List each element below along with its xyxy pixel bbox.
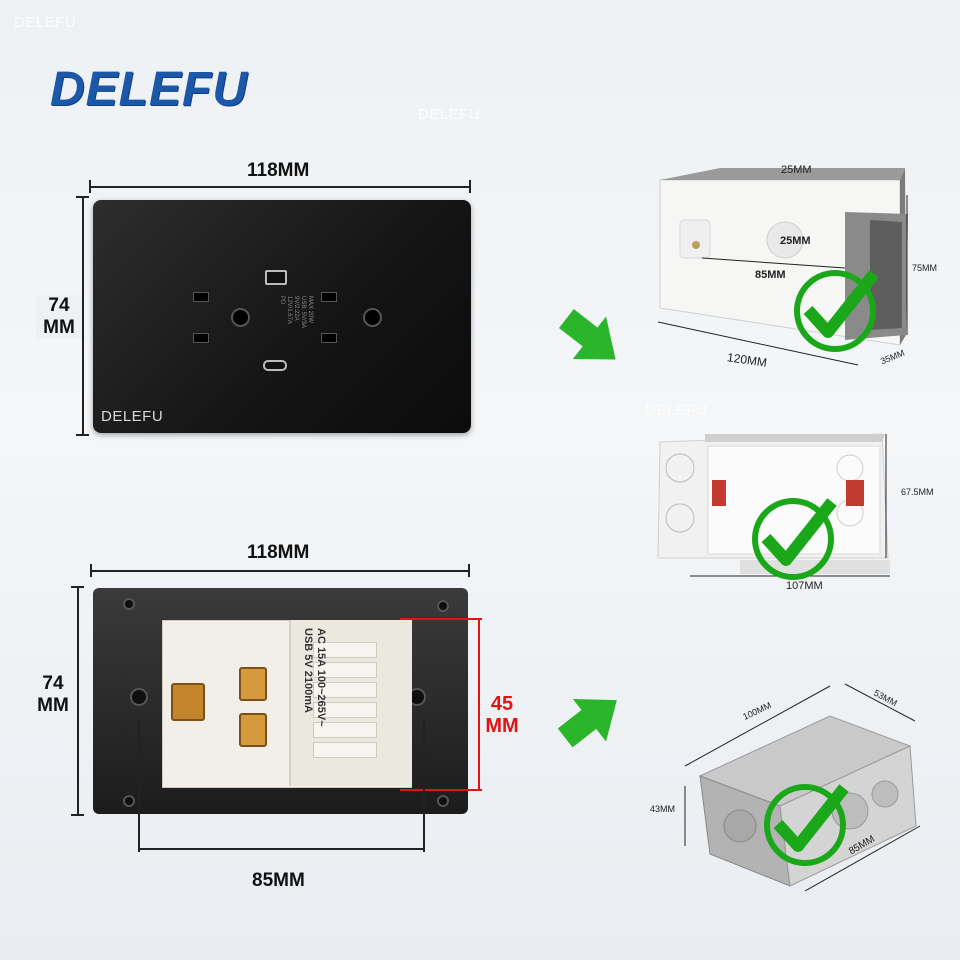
outlet-right-ground [363,308,382,327]
box1-height-label: 75MM [912,263,938,273]
module-height-label: 45 MM [480,693,524,737]
watermark-center: DELEFU [418,106,481,123]
back-corner-hole-tr [437,600,449,612]
box1-inner-label: 25MM [780,235,811,247]
grille-bar-1 [313,642,377,658]
green-arrow-icon [557,698,617,748]
front-height-cap-bottom [76,434,89,436]
grille-bar-2 [313,662,377,678]
box1-span-label: 85MM [755,269,786,281]
front-width-cap-right [469,180,471,193]
back-corner-hole-br [437,795,449,807]
back-width-line [91,570,469,572]
front-plate: MAX 20W USB: 5V/3A 9V/2.22A 12V/1.67A PD… [93,200,471,433]
mount-spacing-left-line [138,720,140,852]
front-height-cap-top [76,196,89,198]
grille-bar-3 [313,682,377,698]
grille-bar-5 [313,722,377,738]
front-height-label: 74 MM [36,295,82,339]
mount-spacing-right-line [423,720,425,852]
back-corner-hole-tl [123,598,135,610]
module-height-number: 45 [490,693,514,715]
front-height-number: 74 [48,295,70,316]
back-height-line [77,587,79,815]
back-width-label: 118MM [247,542,310,563]
box2-height-label: 67.5MM [901,487,934,497]
box2-width-label: 107MM [786,580,823,592]
module-height-bottom-line [400,789,482,791]
metal-box [684,683,921,892]
mount-spacing-line [138,848,424,850]
usb-module-grille: AC 15A 100~265V~ USB 5V 2100mA [289,620,412,786]
outlet-right-slot-bottom [321,333,337,343]
usb-spec-2: USB: 5V/3A [300,296,306,329]
white-plastic-box [657,168,908,366]
back-height-number: 74 [42,673,64,694]
module-height-line [478,618,480,790]
green-check-icon [794,270,879,352]
module-height-top-line [400,618,482,620]
back-corner-hole-bl [123,795,135,807]
module-specs: AC 15A 100~265V~ USB 5V 2100mA [301,628,327,778]
back-height-cap-bottom [71,814,84,816]
usb-a-port [265,270,287,285]
front-width-line [90,186,470,188]
module-height-unit: MM [485,715,519,737]
watermark-right: DELEFU [645,402,708,419]
front-height-unit: MM [43,317,75,338]
module-specs-line1: AC 15A 100~265V~ [315,628,327,727]
plate-brand-label: DELEFU [101,408,164,425]
back-width-cap-left [90,564,92,577]
green-arrow-icon [559,309,616,360]
outlet-right-slot-top [321,292,337,302]
front-width-label: 118MM [247,160,310,181]
front-height-line [82,197,84,435]
mount-spacing-label: 85MM [252,870,305,891]
outlet-left-ground [231,308,250,327]
grille-bar-6 [313,742,377,758]
usb-c-port [263,360,287,371]
usb-spec-block: MAX 20W USB: 5V/3A 9V/2.22A 12V/1.67A PD [261,296,313,348]
outlet-left-slot-bottom-left [193,333,209,343]
terminal-neutral [239,713,267,747]
box3-height-label: 43MM [650,804,676,814]
back-mount-hole-left [130,688,148,706]
usb-spec-1: MAX 20W [307,296,313,324]
back-height-cap-top [71,586,84,588]
grille-bar-4 [313,702,377,718]
back-height-unit: MM [37,695,69,716]
green-check-icon [752,498,837,580]
module-specs-line2: USB 5V 2100mA [302,628,314,713]
terminal-ground [171,683,205,721]
usb-spec-3: 9V/2.22A [293,296,299,321]
outlet-left-slot-top-left [193,292,209,302]
brand-logo: DELEFU [50,63,248,116]
terminal-live [239,667,267,701]
back-height-label: 74 MM [30,673,76,717]
usb-spec-5: PD [279,296,285,305]
green-check-icon [764,784,849,866]
watermark-top-left: DELEFU [14,14,77,31]
usb-spec-4: 12V/1.67A [286,296,292,325]
box1-top-label: 25MM [781,164,812,176]
back-width-cap-right [468,564,470,577]
front-width-cap-left [89,180,91,193]
